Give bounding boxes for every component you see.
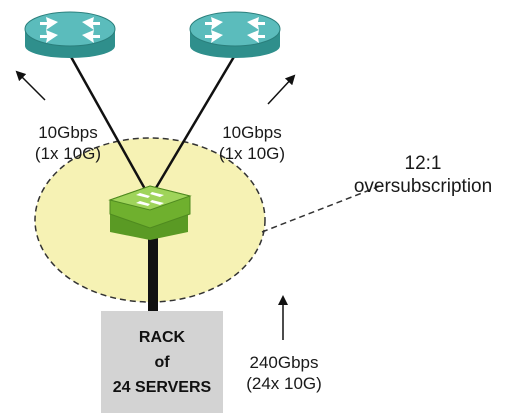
arrow-icon bbox=[15, 70, 46, 101]
uplink-cable-right bbox=[148, 54, 237, 199]
arrow-icon bbox=[267, 74, 296, 105]
oversubscription-label: 12:1 oversubscription bbox=[328, 152, 518, 198]
uplink-right-label: 10Gbps (1x 10G) bbox=[206, 122, 298, 164]
uplink-right-links: (1x 10G) bbox=[218, 144, 286, 163]
rack-line-2: of bbox=[154, 353, 170, 371]
uplink-left-label: 10Gbps (1x 10G) bbox=[22, 122, 114, 164]
oversubscription-ratio: 12:1 bbox=[404, 153, 442, 174]
downlink-links: (24x 10G) bbox=[246, 374, 322, 393]
switch-icon bbox=[108, 185, 192, 240]
uplink-right-speed: 10Gbps bbox=[222, 123, 282, 142]
downlink-speed: 240Gbps bbox=[249, 353, 319, 372]
downlink-cable bbox=[148, 225, 158, 315]
server-rack: RACK of 24 SERVERS bbox=[101, 311, 223, 413]
downlink-label: 240Gbps (24x 10G) bbox=[236, 352, 332, 394]
router-icon bbox=[189, 11, 281, 58]
rack-line-3: 24 SERVERS bbox=[112, 378, 212, 396]
uplink-left-speed: 10Gbps bbox=[38, 123, 98, 142]
router-icon bbox=[24, 11, 116, 58]
oversubscription-text: oversubscription bbox=[353, 176, 493, 197]
uplink-cable-left bbox=[68, 54, 152, 199]
oversubscription-pointer-line bbox=[261, 185, 381, 233]
rack-line-1: RACK bbox=[138, 328, 186, 346]
uplink-left-links: (1x 10G) bbox=[34, 144, 102, 163]
